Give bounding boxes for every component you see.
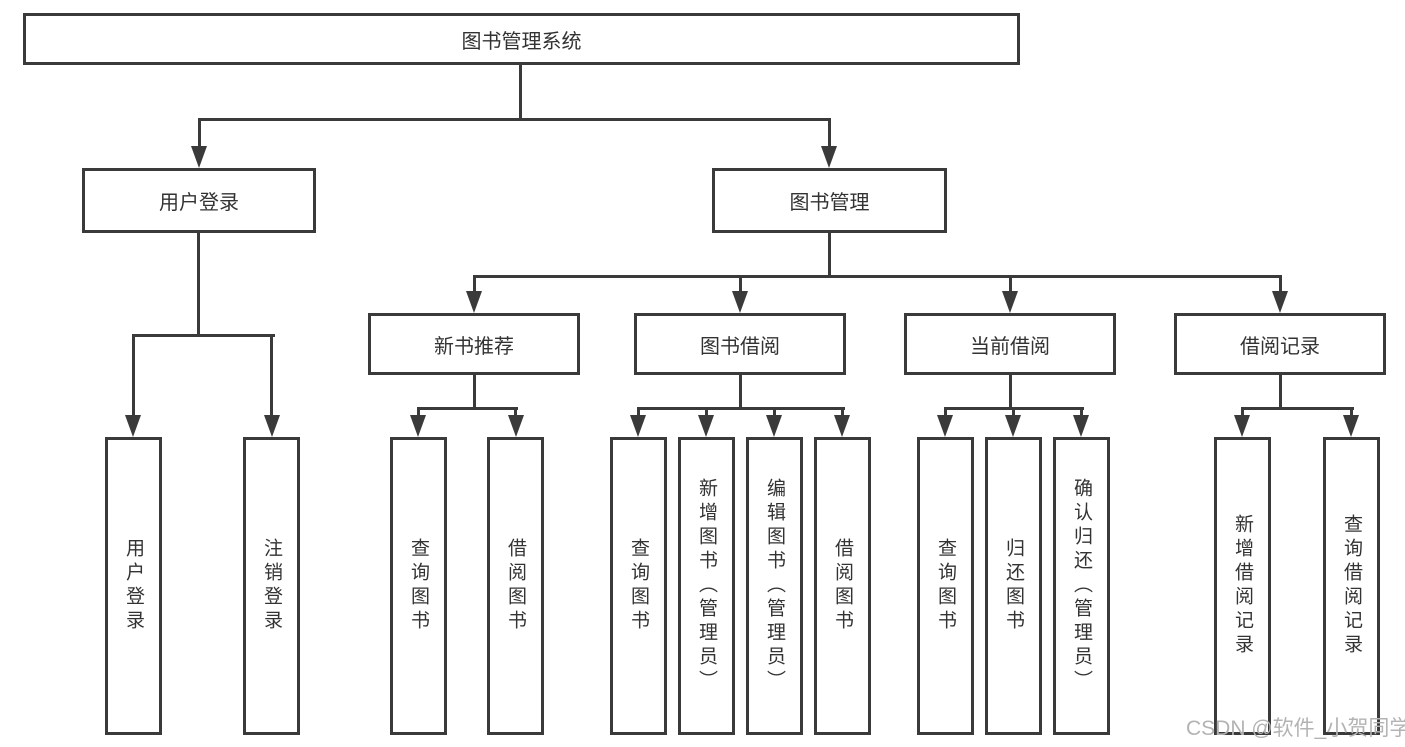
connector-line: [519, 64, 522, 121]
connector-line: [1350, 407, 1353, 417]
connector-line: [198, 118, 831, 121]
connector-line: [417, 407, 420, 417]
connector-line: [1080, 407, 1083, 417]
node-current-borrowing: 当前借阅: [904, 313, 1116, 375]
leaf-label: 新增图书（管理员）: [696, 478, 717, 694]
arrow-down-icon: [1234, 415, 1250, 437]
leaf-label: 借阅图书: [505, 538, 526, 634]
connector-line: [828, 118, 831, 148]
leaf-label: 归还图书: [1003, 538, 1024, 634]
connector-line: [705, 407, 708, 417]
connector-line: [198, 118, 201, 148]
arrow-down-icon: [732, 291, 748, 313]
arrow-down-icon: [1343, 415, 1359, 437]
connector-line: [473, 275, 1282, 278]
arrow-down-icon: [410, 415, 426, 437]
connector-line: [197, 233, 200, 337]
connector-line: [1009, 275, 1012, 293]
connector-line: [473, 375, 476, 410]
connector-line: [773, 407, 776, 417]
node-label: 图书管理系统: [461, 30, 582, 53]
arrow-down-icon: [264, 415, 280, 437]
connector-line: [1012, 407, 1015, 417]
leaf-user-login: 用户登录: [105, 437, 162, 735]
arrow-down-icon: [766, 415, 782, 437]
connector-line: [1241, 407, 1244, 417]
node-label: 图书借阅: [700, 335, 780, 358]
arrow-down-icon: [834, 415, 850, 437]
node-new-book-recommend: 新书推荐: [368, 313, 580, 375]
connector-line: [637, 407, 845, 410]
connector-line: [132, 334, 275, 337]
connector-line: [1241, 407, 1354, 410]
node-book-management: 图书管理: [712, 168, 947, 233]
leaf-label: 查询图书: [408, 538, 429, 634]
node-label: 借阅记录: [1240, 335, 1320, 358]
node-label: 当前借阅: [970, 335, 1050, 358]
arrow-down-icon: [630, 415, 646, 437]
leaf-borrowing-query-books: 查询图书: [610, 437, 667, 735]
node-borrowing-records: 借阅记录: [1174, 313, 1386, 375]
leaf-borrowing-borrow-books: 借阅图书: [814, 437, 871, 735]
leaf-confirm-return-admin: 确认归还（管理员）: [1053, 437, 1110, 735]
leaf-logout-login: 注销登录: [243, 437, 300, 735]
node-user-login: 用户登录: [82, 168, 316, 233]
leaf-label: 新增借阅记录: [1232, 514, 1253, 658]
leaf-label: 查询图书: [935, 538, 956, 634]
leaf-label: 查询借阅记录: [1341, 514, 1362, 658]
leaf-recommend-borrow-books: 借阅图书: [487, 437, 544, 735]
arrow-down-icon: [1073, 415, 1089, 437]
arrow-down-icon: [508, 415, 524, 437]
arrow-down-icon: [1005, 415, 1021, 437]
node-book-borrowing: 图书借阅: [634, 313, 846, 375]
connector-line: [514, 407, 517, 417]
leaf-edit-books-admin: 编辑图书（管理员）: [746, 437, 803, 735]
connector-line: [841, 407, 844, 417]
node-label: 新书推荐: [434, 335, 514, 358]
connector-line: [417, 407, 518, 410]
arrow-down-icon: [937, 415, 953, 437]
arrow-down-icon: [125, 415, 141, 437]
arrow-down-icon: [1002, 291, 1018, 313]
leaf-label: 借阅图书: [832, 538, 853, 634]
arrow-down-icon: [191, 146, 207, 168]
connector-line: [1009, 375, 1012, 410]
leaf-add-books-admin: 新增图书（管理员）: [678, 437, 735, 735]
node-label: 用户登录: [159, 192, 239, 214]
connector-line: [132, 334, 135, 417]
leaf-recommend-query-books: 查询图书: [390, 437, 447, 735]
connector-line: [637, 407, 640, 417]
leaf-add-borrow-record: 新增借阅记录: [1214, 437, 1271, 735]
connector-line: [1279, 375, 1282, 410]
arrow-down-icon: [821, 146, 837, 168]
connector-line: [828, 233, 831, 278]
connector-line: [473, 275, 476, 293]
leaf-return-books: 归还图书: [985, 437, 1042, 735]
leaf-query-borrow-record: 查询借阅记录: [1323, 437, 1380, 735]
arrow-down-icon: [1272, 291, 1288, 313]
node-label: 图书管理: [789, 192, 870, 214]
node-library-management-system: 图书管理系统: [23, 13, 1020, 65]
csdn-watermark: CSDN @软件_小贺同学: [1186, 717, 1405, 740]
connector-line: [944, 407, 947, 417]
leaf-label: 用户登录: [123, 538, 144, 634]
connector-line: [739, 375, 742, 410]
leaf-label: 查询图书: [628, 538, 649, 634]
leaf-label: 注销登录: [261, 538, 282, 634]
connector-line: [270, 334, 273, 417]
connector-line: [739, 275, 742, 293]
leaf-current-query-books: 查询图书: [917, 437, 974, 735]
leaf-label: 确认归还（管理员）: [1071, 478, 1092, 694]
arrow-down-icon: [698, 415, 714, 437]
connector-line: [1279, 275, 1282, 293]
leaf-label: 编辑图书（管理员）: [764, 478, 785, 694]
arrow-down-icon: [466, 291, 482, 313]
